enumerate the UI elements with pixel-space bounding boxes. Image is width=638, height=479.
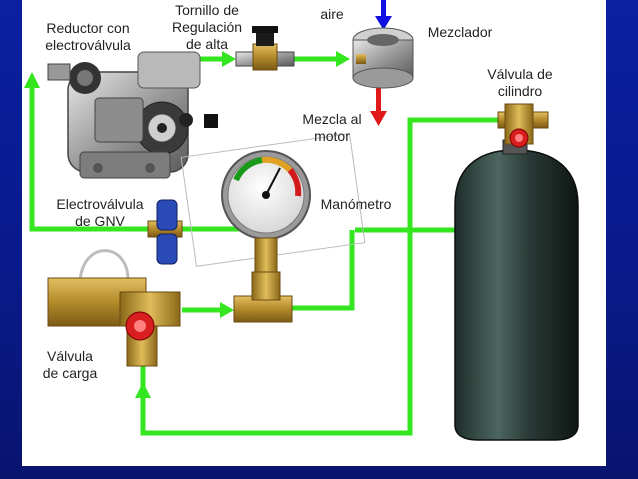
arrowhead-right-mixer [336, 51, 350, 67]
label-mezclador: Mezclador [427, 24, 493, 40]
label-manometro: Manómetro [320, 196, 392, 212]
gas-mixer-icon [352, 27, 414, 89]
adjustment-screw-icon [235, 26, 295, 71]
label-reductor: Reductor con electroválvula [45, 20, 131, 53]
label-valvula-carga: Válvula de carga [42, 348, 98, 381]
air-arrow [375, 0, 392, 30]
mix-arrow [370, 82, 387, 126]
label-valvula-cilindro: Válvula de cilindro [487, 66, 553, 99]
arrowhead-right-manometer [220, 302, 234, 318]
pressure-gauge-icon [180, 133, 366, 323]
solenoid-valve-icon [147, 199, 183, 265]
label-tornillo: Tornillo de Regulación de alta [171, 2, 243, 52]
pipe-filling-to-cylinder [140, 117, 498, 436]
label-mezcla-motor: Mezcla al motor [302, 111, 362, 144]
label-aire: aire [320, 6, 344, 22]
gas-cylinder-icon [454, 139, 579, 441]
cylinder-valve-icon [497, 103, 549, 148]
pipe-manometer-right [290, 230, 355, 311]
pressure-reducer-icon [47, 51, 218, 179]
filling-valve-icon [47, 249, 181, 367]
label-electrovalvula-gnv: Electroválvula de GNV [56, 196, 144, 229]
arrowhead-up-reducer [24, 72, 40, 88]
arrowhead-up-filling [135, 382, 151, 398]
pipe-to-reducer [29, 85, 163, 232]
arrowhead-right-screw [222, 51, 236, 67]
flow-arrowheads [24, 51, 350, 398]
